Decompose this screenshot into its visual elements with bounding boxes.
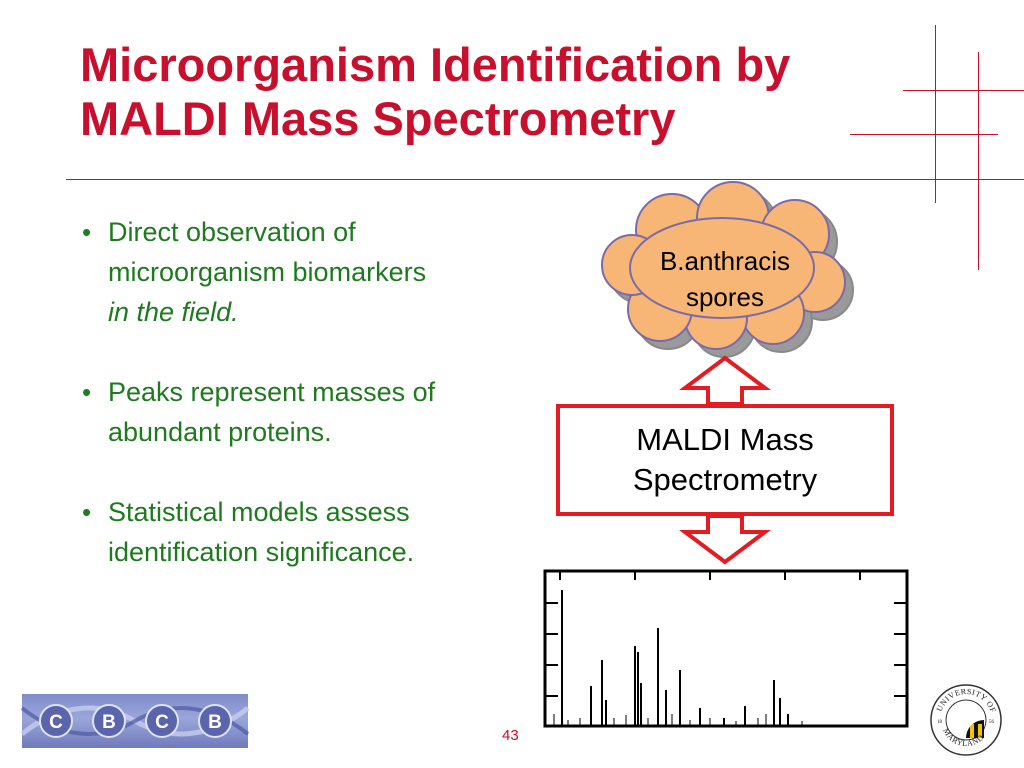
title-underline [66, 179, 1024, 180]
cbcb-letter-2: B [102, 712, 116, 733]
umd-seal-logo: UNIVERSITY OF MARYLAND 18 56 [930, 684, 1002, 756]
corner-line-v1 [935, 25, 936, 203]
bullet-item: Peaks represent masses of abundant prote… [80, 372, 540, 452]
svg-text:56: 56 [989, 720, 995, 725]
bullet-item: Statistical models assess identification… [80, 492, 540, 572]
svg-text:18: 18 [937, 720, 943, 725]
cloud-label-line-2: spores [685, 282, 765, 312]
bullet-emphasis: in the field. [108, 297, 239, 327]
corner-line-h2 [850, 134, 998, 135]
bullet-text: Statistical models assess identification… [108, 497, 415, 567]
maldi-box-line-1: MALDI Mass [636, 422, 814, 457]
slide-title-line-2: MALDI Mass Spectrometry [80, 92, 676, 145]
maldi-box-line-2: Spectrometry [632, 462, 818, 497]
cbcb-logo: C B C B [20, 694, 250, 748]
corner-line-v2 [978, 52, 979, 270]
corner-line-h1 [903, 90, 1024, 91]
mass-spectrum-plot [543, 569, 909, 728]
bullet-text: Peaks represent masses of abundant prote… [108, 377, 436, 447]
slide-title-line-1: Microorganism Identification by [80, 38, 791, 91]
cbcb-letter-4: B [208, 712, 222, 733]
slide-title: Microorganism Identification by MALDI Ma… [80, 38, 790, 146]
maldi-box: MALDI Mass Spectrometry [556, 404, 894, 516]
bullet-text: Direct observation of microorganism biom… [108, 217, 427, 287]
bullet-list: Direct observation of microorganism biom… [80, 212, 540, 612]
page-number: 43 [502, 727, 519, 744]
cbcb-letter-1: C [49, 712, 63, 733]
cloud-label-line-1: B.anthracis [659, 246, 791, 276]
bullet-item: Direct observation of microorganism biom… [80, 212, 540, 332]
cloud-label: B.anthracis spores [625, 243, 825, 315]
cbcb-letter-3: C [155, 712, 169, 733]
